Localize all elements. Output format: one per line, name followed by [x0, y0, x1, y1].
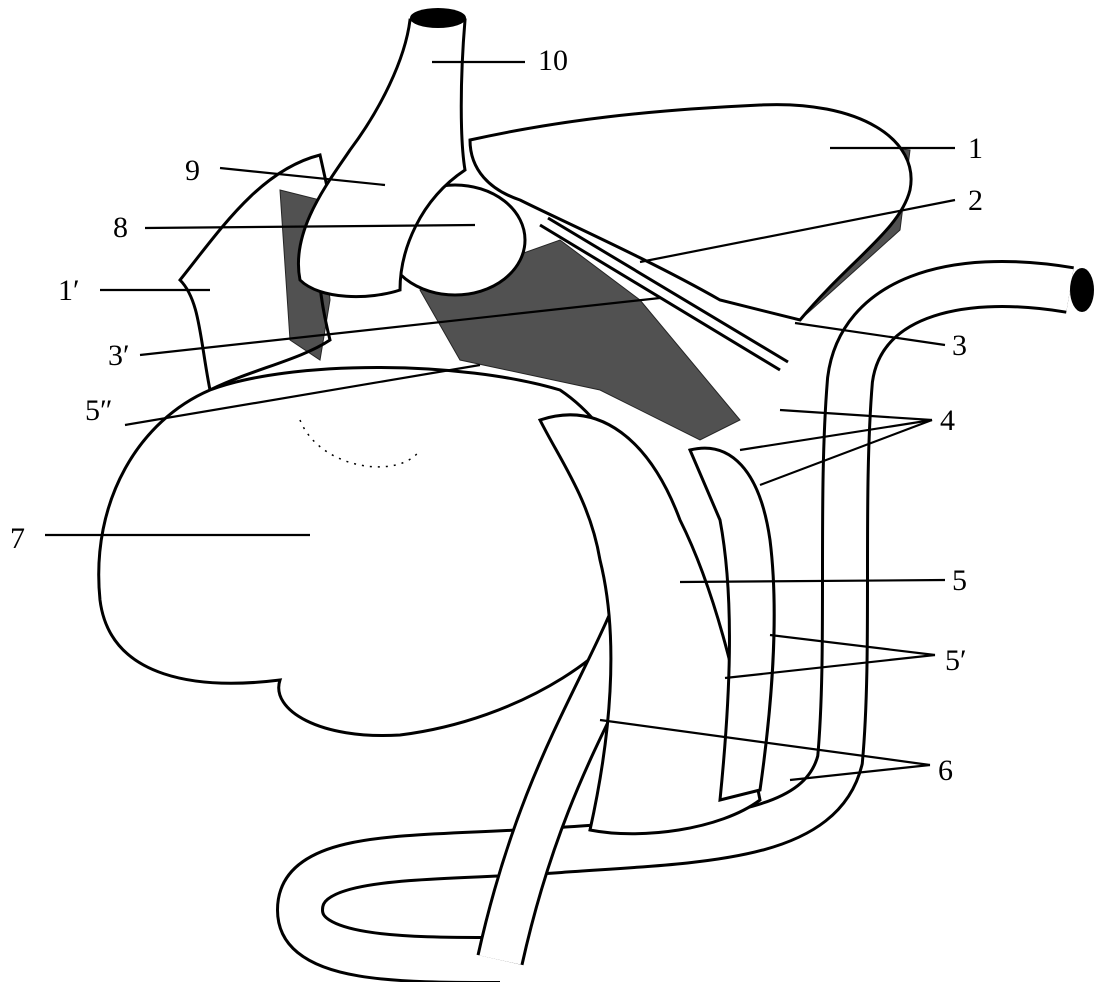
organ-5: [537, 413, 762, 836]
label-4: 4: [940, 404, 955, 437]
organ-1: [468, 103, 913, 322]
label-3: 3: [952, 329, 967, 362]
organ-5-prime: [687, 446, 776, 802]
label-6: 6: [938, 754, 953, 787]
label-5: 5: [952, 564, 967, 597]
label-5-double-prime: 5″: [85, 394, 113, 427]
organ-7-fold: [299, 419, 421, 468]
label-1: 1: [968, 132, 983, 165]
organ-6-intestine-inner: [278, 263, 1074, 981]
label-10: 10: [538, 44, 568, 77]
dark-tissue-center: [419, 239, 741, 441]
label-5-prime: 5′: [945, 644, 967, 677]
label-8: 8: [113, 211, 128, 244]
duct-3b: [547, 216, 789, 364]
organ-7: [97, 366, 653, 738]
label-2: 2: [968, 184, 983, 217]
organ-9-10-vessel: [297, 18, 467, 298]
label-1-prime: 1′: [58, 274, 80, 307]
leader-lines: [45, 60, 956, 782]
label-3-prime: 3′: [108, 339, 130, 372]
label-9: 9: [185, 154, 200, 187]
label-7: 7: [10, 522, 25, 555]
intestine-opening: [1070, 268, 1094, 312]
vessel-opening: [410, 8, 466, 28]
duct-3: [539, 223, 781, 372]
